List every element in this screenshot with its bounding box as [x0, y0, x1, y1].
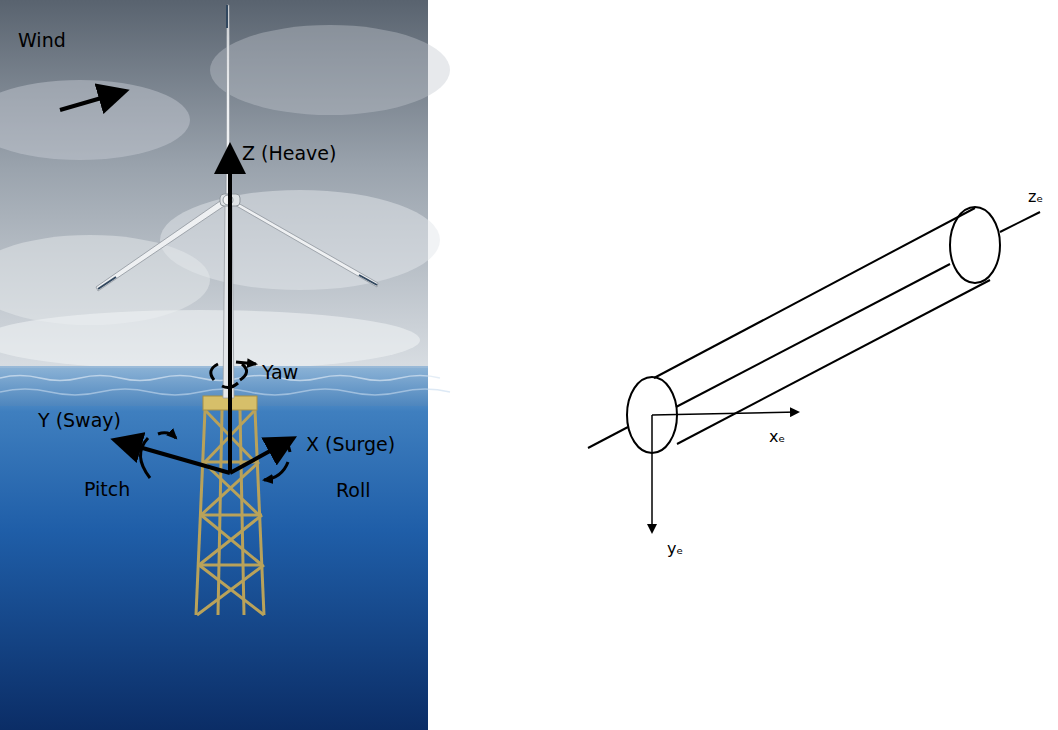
axis-label: X (Surge): [306, 434, 395, 455]
axis-label: yₑ: [667, 540, 683, 558]
axis-label: xₑ: [769, 428, 785, 446]
rotation-label: Pitch: [84, 479, 130, 500]
axis-label: Y (Sway): [38, 410, 121, 431]
axis-label: zₑ: [1028, 188, 1043, 206]
wind-label: Wind: [18, 30, 66, 51]
axis-label: Z (Heave): [242, 143, 336, 164]
rotation-label: Yaw: [262, 362, 298, 383]
rotation-label: Roll: [336, 480, 371, 501]
